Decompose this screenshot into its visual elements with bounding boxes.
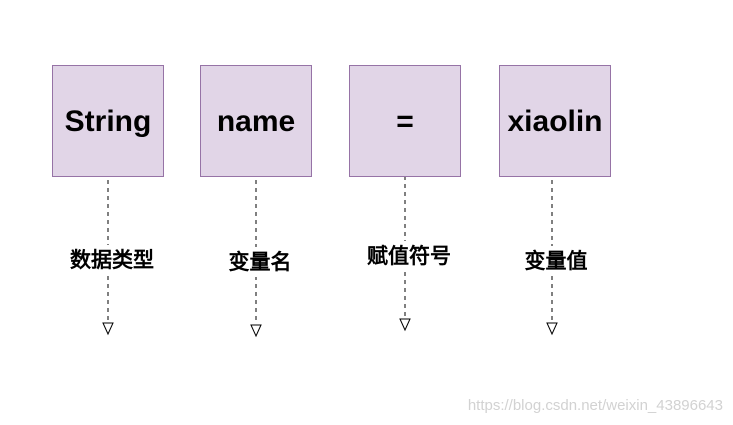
label-data-type: 数据类型 bbox=[47, 245, 177, 275]
box-string: String bbox=[52, 65, 164, 177]
arrow-name bbox=[250, 156, 262, 338]
arrow-type bbox=[102, 156, 114, 336]
label-assignment-operator: 赋值符号 bbox=[344, 241, 474, 271]
label-variable-name: 变量名 bbox=[195, 247, 325, 277]
box-name-text: name bbox=[216, 105, 296, 138]
box-equals-text: = bbox=[396, 105, 414, 138]
watermark: https://blog.csdn.net/weixin_43896643 bbox=[467, 397, 723, 414]
box-name: name bbox=[200, 65, 312, 177]
box-string-text: String bbox=[64, 105, 152, 138]
arrow-value bbox=[546, 156, 558, 336]
label-variable-value: 变量值 bbox=[491, 246, 621, 276]
box-xiaolin: xiaolin bbox=[499, 65, 611, 177]
box-xiaolin-text: xiaolin bbox=[507, 105, 603, 138]
arrow-assign bbox=[399, 152, 411, 332]
box-equals: = bbox=[349, 65, 461, 177]
